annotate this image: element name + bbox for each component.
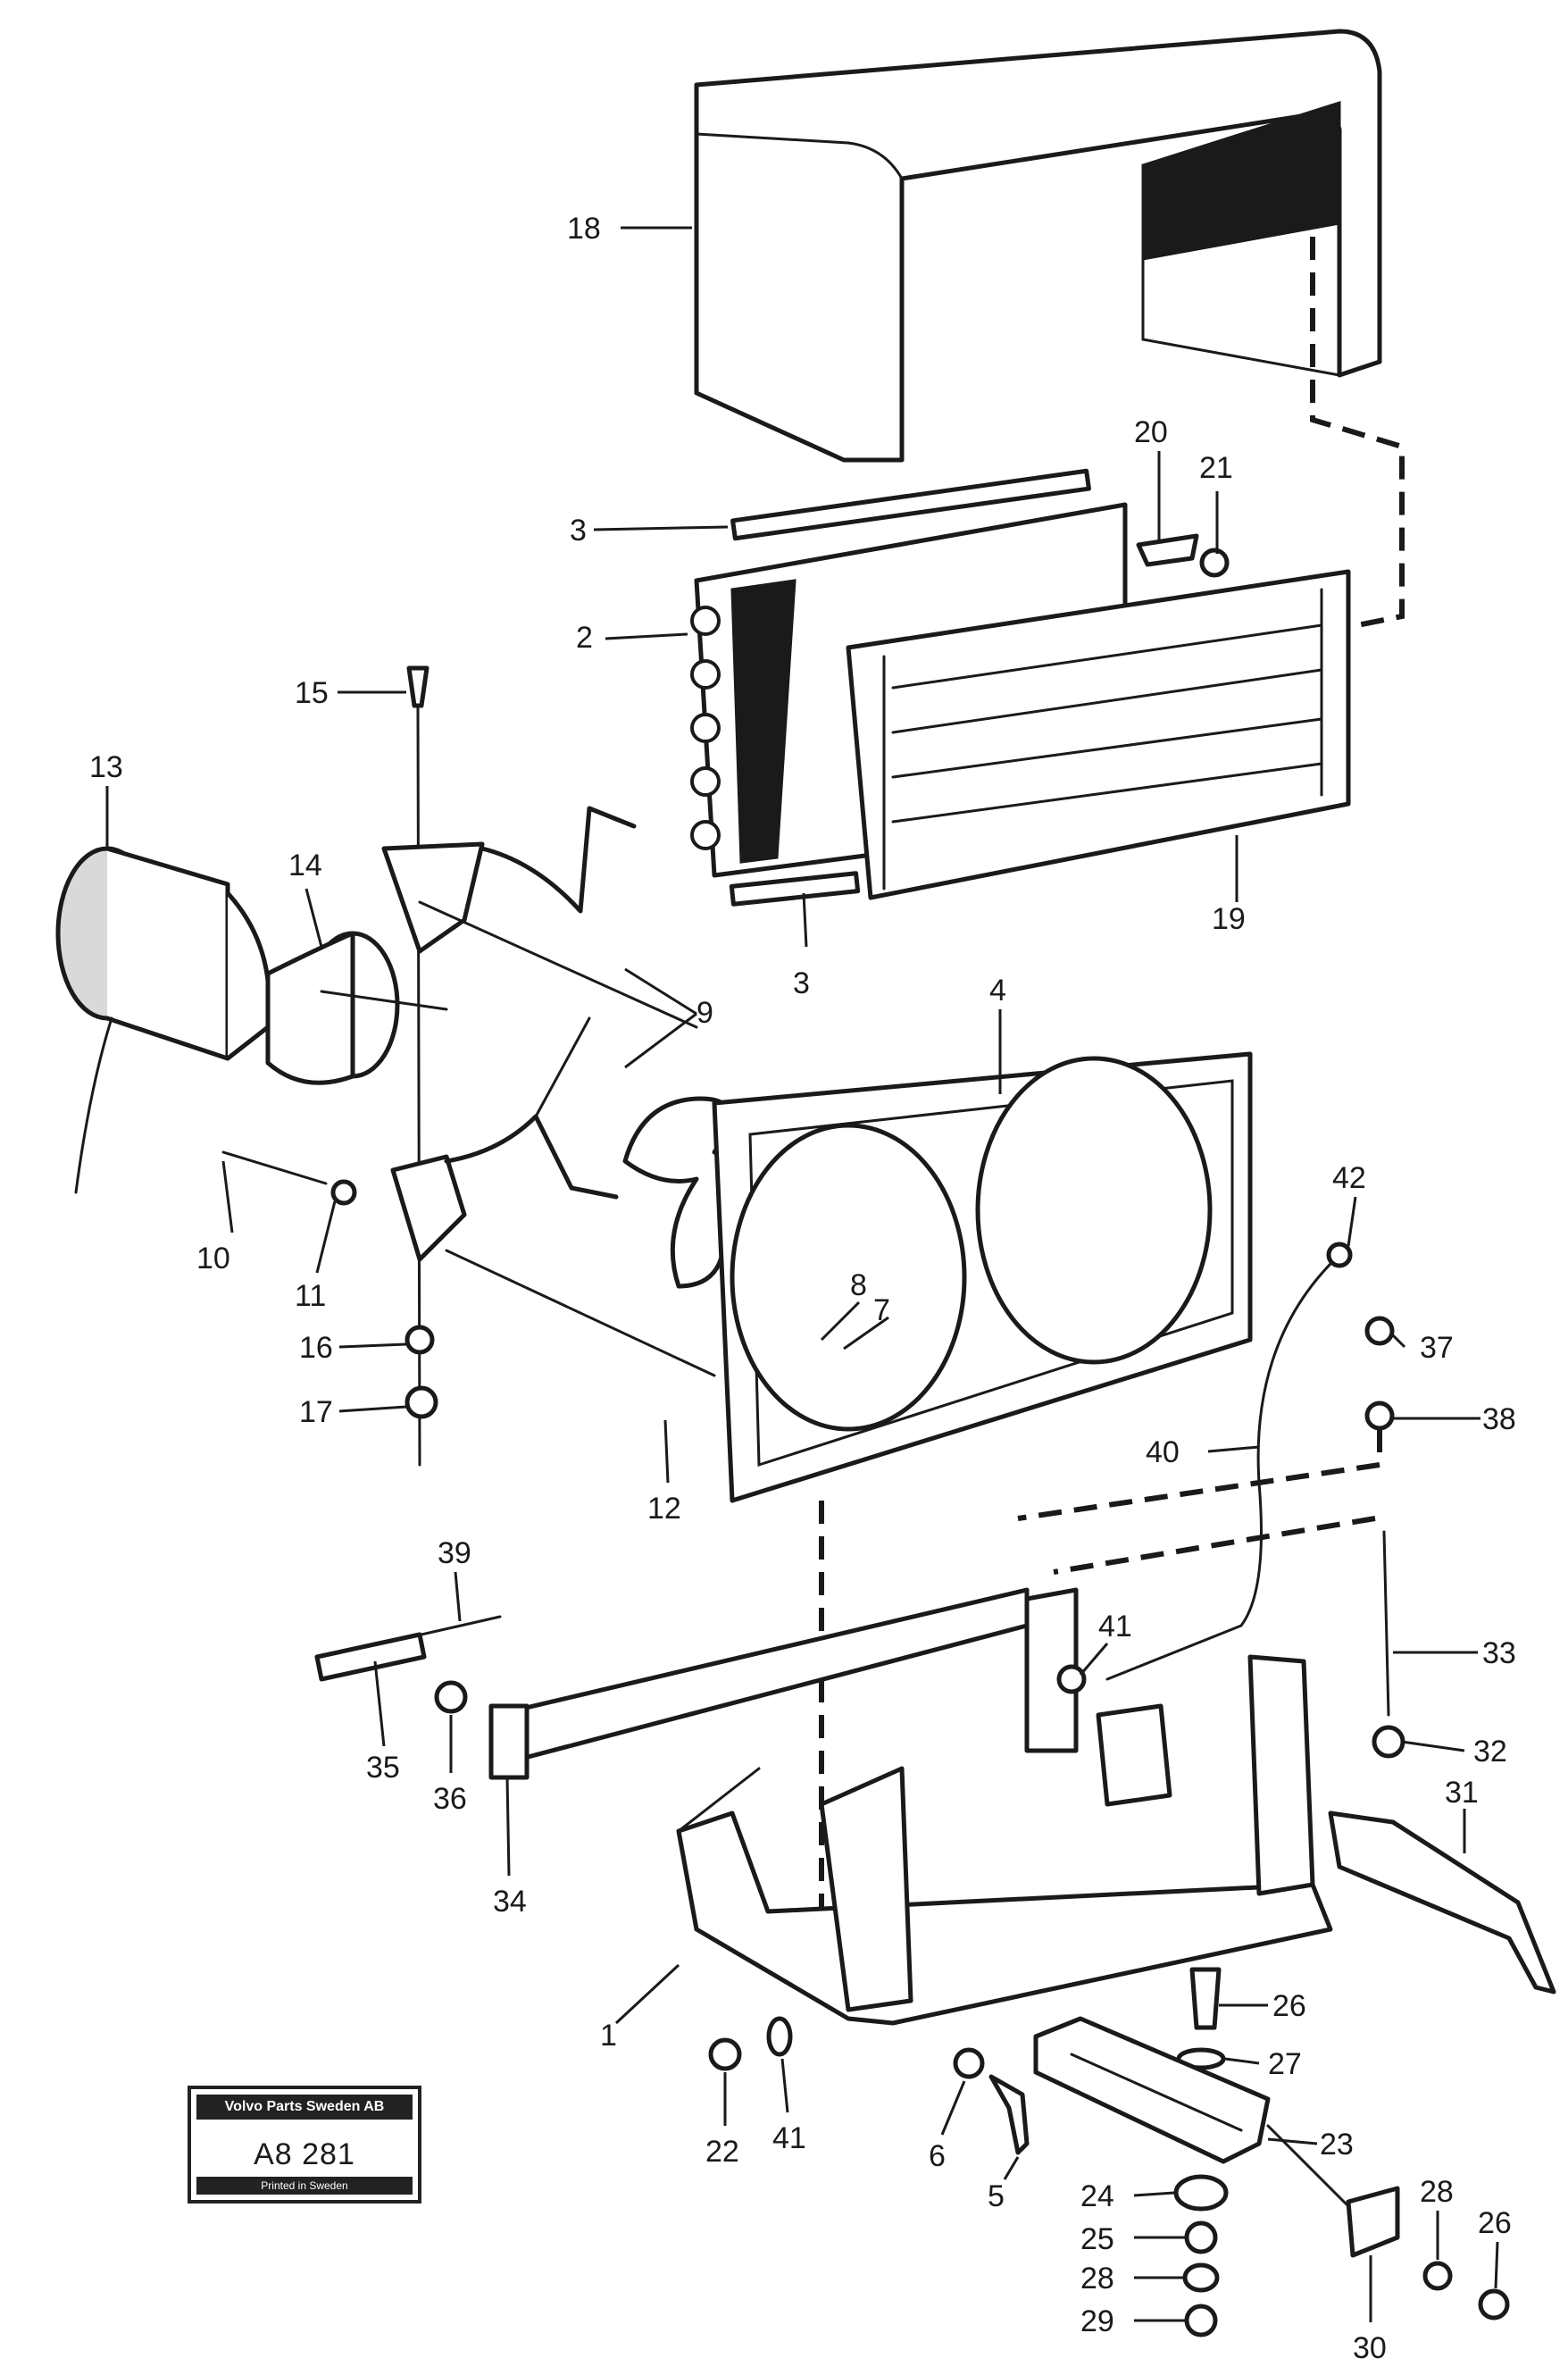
washer-28a xyxy=(1422,2261,1453,2291)
callout-6: 6 xyxy=(929,2139,946,2173)
side-rail xyxy=(1328,1811,1556,1994)
callout-39: 39 xyxy=(438,1536,471,1570)
callout-15: 15 xyxy=(295,676,329,710)
callout-40: 40 xyxy=(1146,1435,1180,1469)
fan-motor xyxy=(55,846,272,1194)
bolt-26a xyxy=(1189,1967,1222,2030)
callout-21: 21 xyxy=(1199,451,1233,485)
cover-hood xyxy=(694,29,1382,463)
mounting-bolt-33 xyxy=(1382,1530,1390,1717)
callout-11: 11 xyxy=(295,1279,326,1313)
screw-5 xyxy=(988,2074,1030,2155)
motor-bracket-lower xyxy=(390,1114,619,1262)
rubber-mount-24 xyxy=(1173,2174,1229,2212)
callout-16: 16 xyxy=(299,1331,333,1365)
callout-2: 2 xyxy=(576,621,593,655)
callout-38: 38 xyxy=(1482,1402,1516,1436)
washer-38 xyxy=(1364,1401,1395,1431)
callout-29: 29 xyxy=(1080,2304,1114,2338)
callout-8: 8 xyxy=(850,1268,867,1302)
fan-shroud xyxy=(265,931,400,1085)
sensor-cable xyxy=(1105,1253,1341,1681)
callout-42: 42 xyxy=(1332,1161,1366,1195)
callout-28-left: 28 xyxy=(1080,2262,1114,2296)
mounting-foot xyxy=(1033,2016,1271,2164)
callout-28-right: 28 xyxy=(1420,2175,1454,2209)
callout-20: 20 xyxy=(1134,415,1168,449)
callout-24: 24 xyxy=(1080,2179,1114,2213)
callout-10: 10 xyxy=(196,1242,230,1275)
callout-41-lower: 41 xyxy=(772,2121,806,2155)
nut-26b xyxy=(1478,2288,1510,2321)
leader-lines xyxy=(105,226,1499,2322)
callout-32: 32 xyxy=(1473,1735,1507,1769)
condenser-grille xyxy=(846,569,1351,900)
seal-strip-lower xyxy=(729,871,861,907)
callout-26-upper: 26 xyxy=(1272,1989,1306,2023)
callout-18: 18 xyxy=(567,212,601,246)
callout-17: 17 xyxy=(299,1395,333,1429)
washer-32 xyxy=(1372,1725,1405,1759)
bolt-22 xyxy=(708,2037,742,2071)
bolt-15 xyxy=(406,665,430,708)
grommet-41a xyxy=(1056,1664,1087,1694)
callout-27: 27 xyxy=(1268,2047,1302,2081)
thermostat-sensor xyxy=(1136,533,1199,567)
grommet-41b xyxy=(766,2016,793,2057)
callout-23: 23 xyxy=(1320,2128,1354,2162)
washer-16 xyxy=(405,1325,435,1355)
callout-25: 25 xyxy=(1080,2222,1114,2256)
callout-13: 13 xyxy=(89,750,123,784)
washer-28b xyxy=(1182,2262,1220,2293)
callout-30: 30 xyxy=(1353,2331,1387,2365)
callout-4: 4 xyxy=(989,974,1006,1008)
nut-17 xyxy=(405,1385,438,1419)
stamp-origin: Printed in Sweden xyxy=(196,2177,413,2195)
callout-3-upper: 3 xyxy=(570,514,587,548)
seal-strip-upper xyxy=(730,468,1091,541)
stamp-brand: Volvo Parts Sweden AB xyxy=(196,2095,413,2120)
callout-9: 9 xyxy=(696,996,713,1030)
callout-labels: 18 3 20 21 2 15 13 14 19 3 9 4 10 11 8 7… xyxy=(89,212,1516,2365)
nut-21 xyxy=(1199,548,1230,578)
drawing-stamp: Volvo Parts Sweden AB A8 281 Printed in … xyxy=(188,2086,421,2204)
callout-33: 33 xyxy=(1482,1636,1516,1670)
threaded-rod xyxy=(221,1150,328,1185)
callout-36: 36 xyxy=(433,1782,467,1816)
base-frame xyxy=(676,1654,1333,2026)
callout-41-upper: 41 xyxy=(1098,1610,1132,1643)
stamp-code: A8 281 xyxy=(254,2137,355,2171)
callout-19: 19 xyxy=(1212,902,1246,936)
callout-37: 37 xyxy=(1420,1331,1454,1365)
washer-6 xyxy=(953,2047,985,2079)
callout-1: 1 xyxy=(600,2019,617,2053)
support-crossbar xyxy=(488,1587,1079,1780)
callout-12: 12 xyxy=(647,1492,681,1526)
callout-14: 14 xyxy=(288,849,322,882)
callout-3-lower: 3 xyxy=(793,966,810,1000)
fan-housing xyxy=(712,1051,1253,1503)
spacer-25 xyxy=(1184,2220,1218,2254)
callout-31: 31 xyxy=(1445,1776,1479,1810)
callout-26-lower: 26 xyxy=(1478,2206,1512,2240)
callout-34: 34 xyxy=(493,1885,527,1919)
washer-11 xyxy=(330,1179,357,1206)
callout-5: 5 xyxy=(988,2179,1005,2213)
motor-bracket-upper xyxy=(381,806,637,954)
bolt-37 xyxy=(1364,1316,1395,1346)
nut-29 xyxy=(1184,2304,1218,2337)
bracket-35 xyxy=(314,1632,427,1682)
callout-22: 22 xyxy=(705,2135,739,2169)
clamp-30 xyxy=(1346,2186,1400,2258)
washer-36 xyxy=(434,1680,468,1714)
callout-7: 7 xyxy=(873,1293,890,1327)
callout-35: 35 xyxy=(366,1751,400,1785)
